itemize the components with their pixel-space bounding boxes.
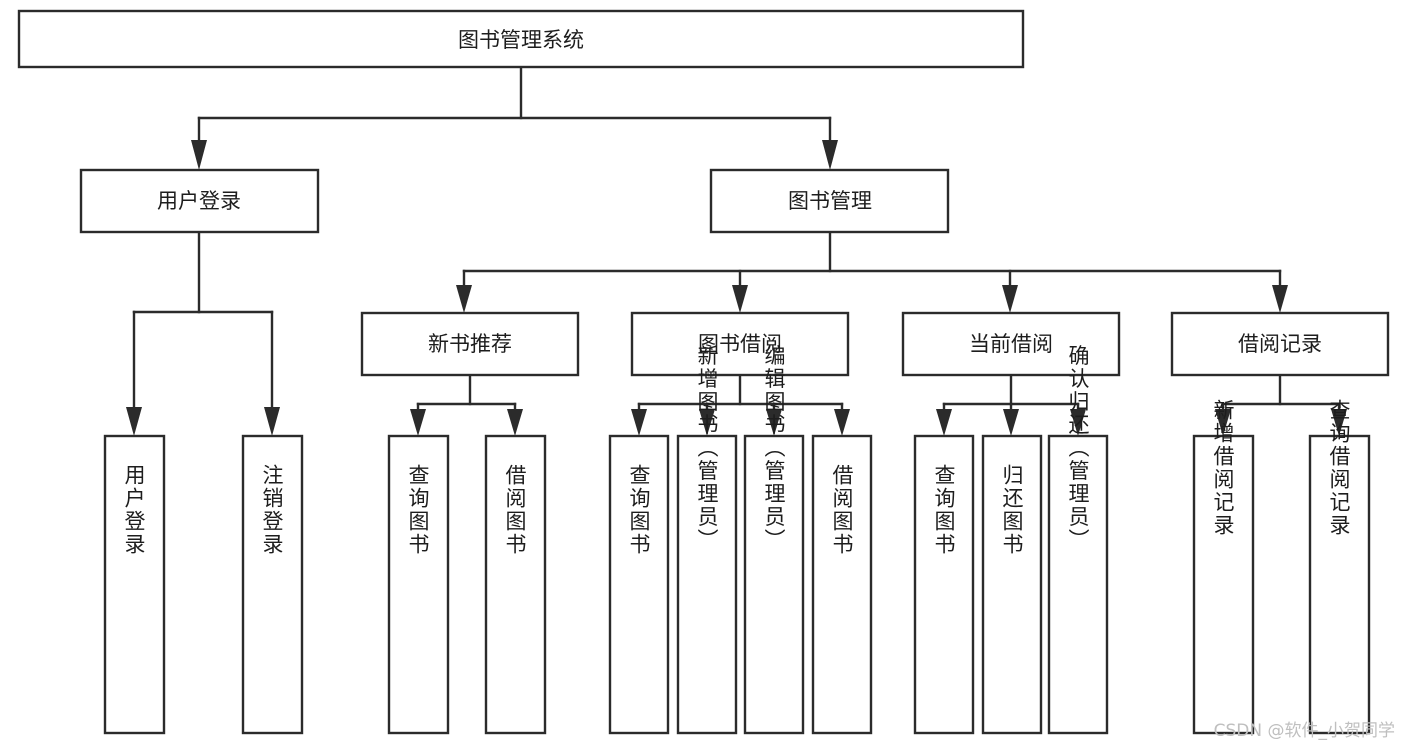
leaf-new-book-2[interactable]: 借阅图书 xyxy=(484,434,547,735)
node-book-management-box[interactable] xyxy=(709,168,950,234)
arrow-bookmgmt-to-new-book xyxy=(456,285,472,313)
node-user-login-box[interactable] xyxy=(79,168,320,234)
arrow-borrow-leaf-4 xyxy=(834,409,850,436)
leaf-book-borrow-1[interactable]: 查询图书 xyxy=(608,434,670,735)
arrow-current-leaf-2 xyxy=(1003,409,1019,436)
leaf-current-borrow-3-box[interactable] xyxy=(1047,434,1109,735)
node-book-borrow-box[interactable] xyxy=(630,311,850,377)
node-new-book-recommend-label: 新书推荐 xyxy=(428,332,512,356)
csdn-watermark: CSDN @软件_小贺同学 xyxy=(1213,721,1395,741)
node-user-login-label: 用户登录 xyxy=(157,189,241,213)
leaf-user-login-1-label: 用户登录 xyxy=(122,464,146,556)
connector-layer xyxy=(126,65,1347,436)
node-book-management-label: 图书管理 xyxy=(788,189,872,213)
leaf-new-book-2-box[interactable] xyxy=(484,434,547,735)
arrow-record-leaf-2 xyxy=(1331,409,1347,436)
node-current-borrow-label: 当前借阅 xyxy=(969,332,1053,356)
leaf-book-borrow-2-label: 新增图书（管理员） xyxy=(695,345,719,552)
leaf-book-borrow-4-box[interactable] xyxy=(811,434,873,735)
node-borrow-record-box[interactable] xyxy=(1170,311,1390,377)
arrow-root-to-user-login xyxy=(191,140,207,170)
node-user-login[interactable]: 用户登录 xyxy=(79,168,320,234)
leaf-new-book-1-box[interactable] xyxy=(387,434,450,735)
arrow-bookmgmt-to-record xyxy=(1272,285,1288,313)
leaf-current-borrow-2-box[interactable] xyxy=(981,434,1043,735)
leaf-book-borrow-1-label: 查询图书 xyxy=(627,464,651,556)
node-root-label: 图书管理系统 xyxy=(458,28,584,52)
leaf-borrow-record-1[interactable]: 新增借阅记录 xyxy=(1192,399,1255,735)
node-current-borrow[interactable]: 当前借阅 xyxy=(901,311,1121,377)
leaf-current-borrow-2[interactable]: 归还图书 xyxy=(981,434,1043,735)
arrow-borrow-leaf-3 xyxy=(766,409,782,436)
arrow-newbook-leaf-2 xyxy=(507,409,523,436)
arrow-root-to-book-mgmt xyxy=(822,140,838,170)
arrow-userlogin-leaf-2 xyxy=(264,407,280,436)
leaf-current-borrow-3[interactable]: 确认归还（管理员） xyxy=(1047,345,1109,735)
leaf-current-borrow-1-box[interactable] xyxy=(913,434,975,735)
arrow-current-leaf-3 xyxy=(1070,409,1086,436)
leaf-book-borrow-3-box[interactable] xyxy=(743,434,805,735)
node-root[interactable]: 图书管理系统 xyxy=(17,9,1025,69)
leaf-current-borrow-1-label: 查询图书 xyxy=(932,464,956,556)
arrow-bookmgmt-to-borrow xyxy=(732,285,748,313)
node-root-box[interactable] xyxy=(17,9,1025,69)
leaf-book-borrow-2-box[interactable] xyxy=(676,434,738,735)
node-new-book-recommend[interactable]: 新书推荐 xyxy=(360,311,580,377)
node-new-book-recommend-box[interactable] xyxy=(360,311,580,377)
leaf-book-borrow-4[interactable]: 借阅图书 xyxy=(811,434,873,735)
leaf-book-borrow-3-label: 编辑图书（管理员） xyxy=(762,345,786,552)
node-borrow-record-label: 借阅记录 xyxy=(1238,332,1322,356)
leaf-user-login-1[interactable]: 用户登录 xyxy=(103,434,166,735)
leaf-user-login-1-box[interactable] xyxy=(103,434,166,735)
arrow-bookmgmt-to-current xyxy=(1002,285,1018,313)
leaf-current-borrow-3-label: 确认归还（管理员） xyxy=(1066,345,1090,552)
leaf-borrow-record-1-label: 新增借阅记录 xyxy=(1211,399,1235,537)
node-book-borrow-label: 图书借阅 xyxy=(698,332,782,356)
arrow-current-leaf-1 xyxy=(936,409,952,436)
leaf-new-book-1-label: 查询图书 xyxy=(406,464,430,556)
arrow-record-leaf-1 xyxy=(1215,409,1231,436)
arrow-borrow-leaf-2 xyxy=(699,409,715,436)
leaf-book-borrow-2[interactable]: 新增图书（管理员） xyxy=(676,345,738,735)
leaf-new-book-1[interactable]: 查询图书 xyxy=(387,434,450,735)
leaf-book-borrow-3[interactable]: 编辑图书（管理员） xyxy=(743,345,805,735)
leaf-borrow-record-1-box[interactable] xyxy=(1192,434,1255,735)
node-book-borrow[interactable]: 图书借阅 xyxy=(630,311,850,377)
node-current-borrow-box[interactable] xyxy=(901,311,1121,377)
arrow-borrow-leaf-1 xyxy=(631,409,647,436)
node-book-management[interactable]: 图书管理 xyxy=(709,168,950,234)
leaf-borrow-record-2-label: 查询借阅记录 xyxy=(1327,399,1351,537)
arrow-userlogin-leaf-1 xyxy=(126,407,142,436)
leaf-current-borrow-2-label: 归还图书 xyxy=(1000,464,1024,556)
node-borrow-record[interactable]: 借阅记录 xyxy=(1170,311,1390,377)
leaf-book-borrow-1-box[interactable] xyxy=(608,434,670,735)
leaf-book-borrow-4-label: 借阅图书 xyxy=(830,464,854,556)
leaf-user-login-2[interactable]: 注销登录 xyxy=(241,434,304,735)
leaf-user-login-2-label: 注销登录 xyxy=(260,464,284,556)
arrow-newbook-leaf-1 xyxy=(410,409,426,436)
leaf-borrow-record-2[interactable]: 查询借阅记录 xyxy=(1308,399,1371,735)
leaf-user-login-2-box[interactable] xyxy=(241,434,304,735)
leaf-borrow-record-2-box[interactable] xyxy=(1308,434,1371,735)
leaf-current-borrow-1[interactable]: 查询图书 xyxy=(913,434,975,735)
leaf-new-book-2-label: 借阅图书 xyxy=(503,464,527,556)
